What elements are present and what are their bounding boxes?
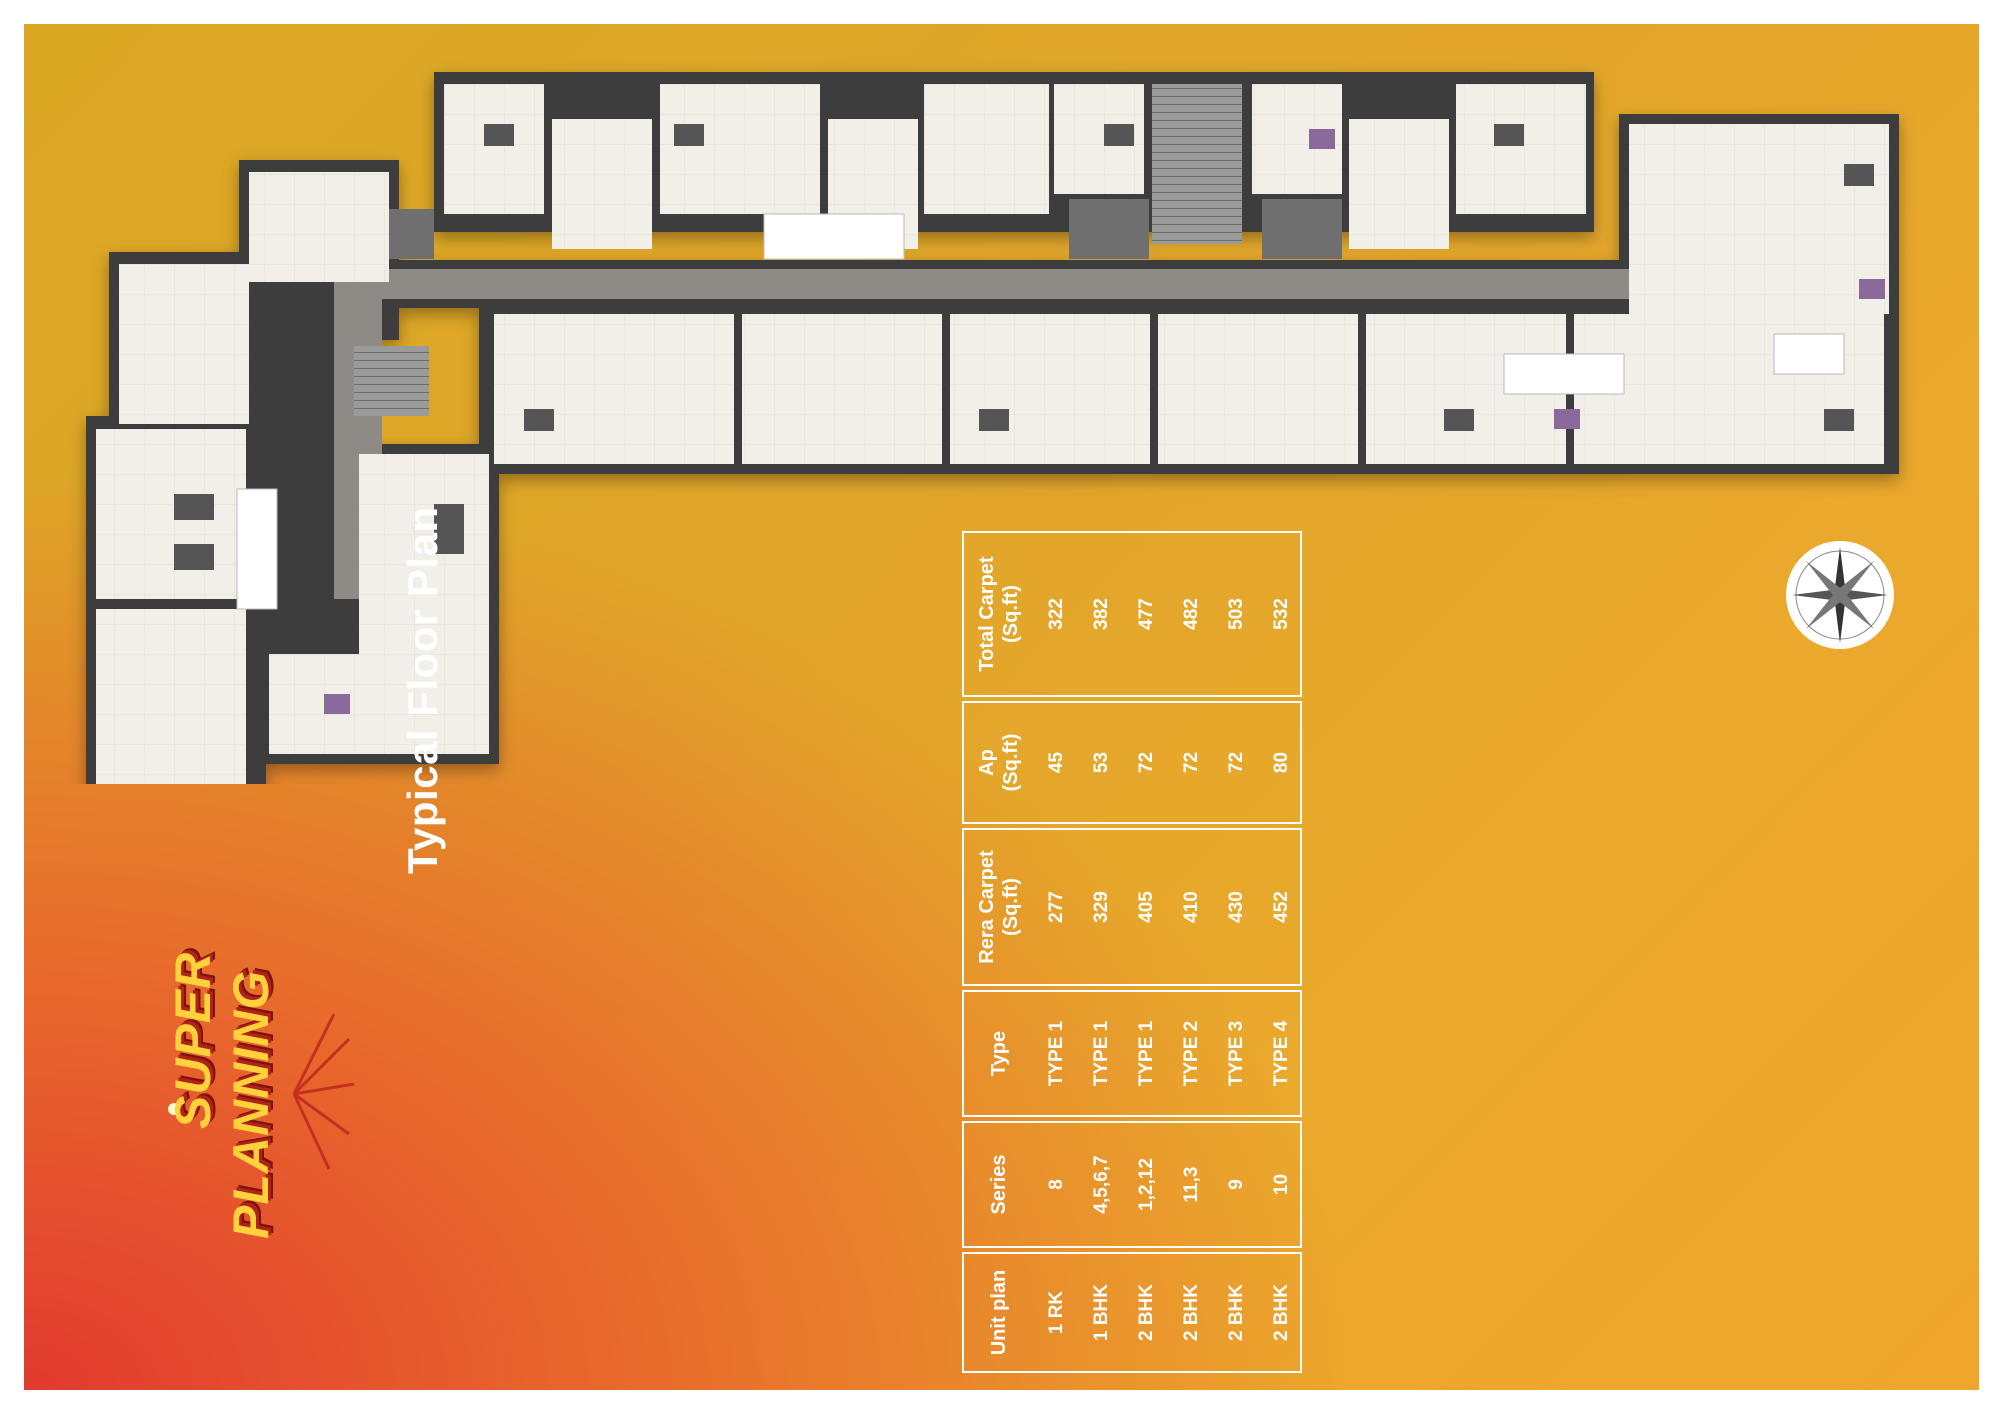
- table-header: Type: [988, 1030, 1010, 1077]
- page-title: Typical Floor Plan: [399, 506, 446, 874]
- table-header: Unit plan: [988, 1269, 1010, 1356]
- table-cell: 410: [1180, 891, 1202, 923]
- table-cell: 322: [1045, 598, 1067, 630]
- table-cell: 405: [1135, 891, 1157, 923]
- compass-rose-icon: [1784, 539, 1896, 651]
- logo-word-super: SUPER: [165, 951, 221, 1129]
- table-header: Ap (Sq.ft): [976, 733, 1022, 792]
- table-cell: 4,5,6,7: [1090, 1155, 1112, 1214]
- table-cell: 72: [1180, 751, 1202, 774]
- table-cell: 477: [1135, 598, 1157, 630]
- table-cell: 1,2,12: [1135, 1158, 1157, 1211]
- table-column-ap: Ap (Sq.ft) 45 53 72 72 72 80: [962, 701, 1302, 824]
- table-cell: TYPE 3: [1225, 1020, 1247, 1087]
- logo-word-planning: PLANNING: [223, 969, 279, 1239]
- table-cell: 382: [1090, 598, 1112, 630]
- table-cell: 532: [1270, 598, 1292, 630]
- table-cell: 2 BHK: [1180, 1284, 1202, 1342]
- table-cell: 8: [1045, 1179, 1067, 1190]
- table-cell: TYPE 1: [1135, 1020, 1157, 1087]
- table-cell: 9: [1225, 1179, 1247, 1190]
- table-cell: 503: [1225, 598, 1247, 630]
- table-column-series: Series 8 4,5,6,7 1,2,12 11,3 9 10: [962, 1121, 1302, 1248]
- logo-burst-icon: [168, 1013, 354, 1170]
- table-cell: TYPE 2: [1180, 1020, 1202, 1087]
- table-cell: 80: [1270, 751, 1292, 774]
- table-cell: 452: [1270, 891, 1292, 923]
- table-cell: 2 BHK: [1135, 1284, 1157, 1342]
- table-cell: 45: [1045, 751, 1067, 774]
- table-column-rera-carpet: Rera Carpet (Sq.ft) 277 329 405 410 430 …: [962, 828, 1302, 986]
- table-cell: TYPE 1: [1090, 1020, 1112, 1087]
- floor-plan-drawing: [86, 72, 1899, 784]
- table-cell: 482: [1180, 598, 1202, 630]
- table-cell: 53: [1090, 751, 1112, 774]
- table-cell: 1 RK: [1045, 1290, 1067, 1335]
- table-column-total-carpet: Total Carpet (Sq.ft) 322 382 477 482 503…: [962, 531, 1302, 697]
- table-cell: 2 BHK: [1270, 1284, 1292, 1342]
- table-cell: 11,3: [1180, 1166, 1202, 1203]
- table-column-type: Type TYPE 1 TYPE 1 TYPE 1 TYPE 2 TYPE 3 …: [962, 990, 1302, 1117]
- table-cell: 10: [1270, 1173, 1292, 1196]
- table-header: Series: [988, 1154, 1010, 1215]
- table-cell: 72: [1225, 751, 1247, 774]
- table-cell: TYPE 1: [1045, 1020, 1067, 1087]
- floor-plan: [24, 24, 1979, 784]
- table-header: Total Carpet (Sq.ft): [976, 556, 1022, 672]
- table-header: Rera Carpet (Sq.ft): [976, 850, 1022, 964]
- table-cell: 1 BHK: [1090, 1284, 1112, 1342]
- table-column-unit-plan: Unit plan 1 RK 1 BHK 2 BHK 2 BHK 2 BHK 2…: [962, 1252, 1302, 1373]
- table-cell: TYPE 4: [1270, 1020, 1292, 1087]
- table-cell: 430: [1225, 891, 1247, 923]
- table-cell: 277: [1045, 891, 1067, 923]
- brochure-page: Unit plan 1 RK 1 BHK 2 BHK 2 BHK 2 BHK 2…: [24, 24, 1979, 1390]
- table-cell: 2 BHK: [1225, 1284, 1247, 1342]
- table-cell: 329: [1090, 891, 1112, 923]
- table-cell: 72: [1135, 751, 1157, 774]
- unit-area-table-grid: Unit plan 1 RK 1 BHK 2 BHK 2 BHK 2 BHK 2…: [962, 531, 1302, 1373]
- unit-area-table: Unit plan 1 RK 1 BHK 2 BHK 2 BHK 2 BHK 2…: [962, 531, 1302, 1373]
- super-planning-logo: SUPER PLANNING: [144, 919, 354, 1249]
